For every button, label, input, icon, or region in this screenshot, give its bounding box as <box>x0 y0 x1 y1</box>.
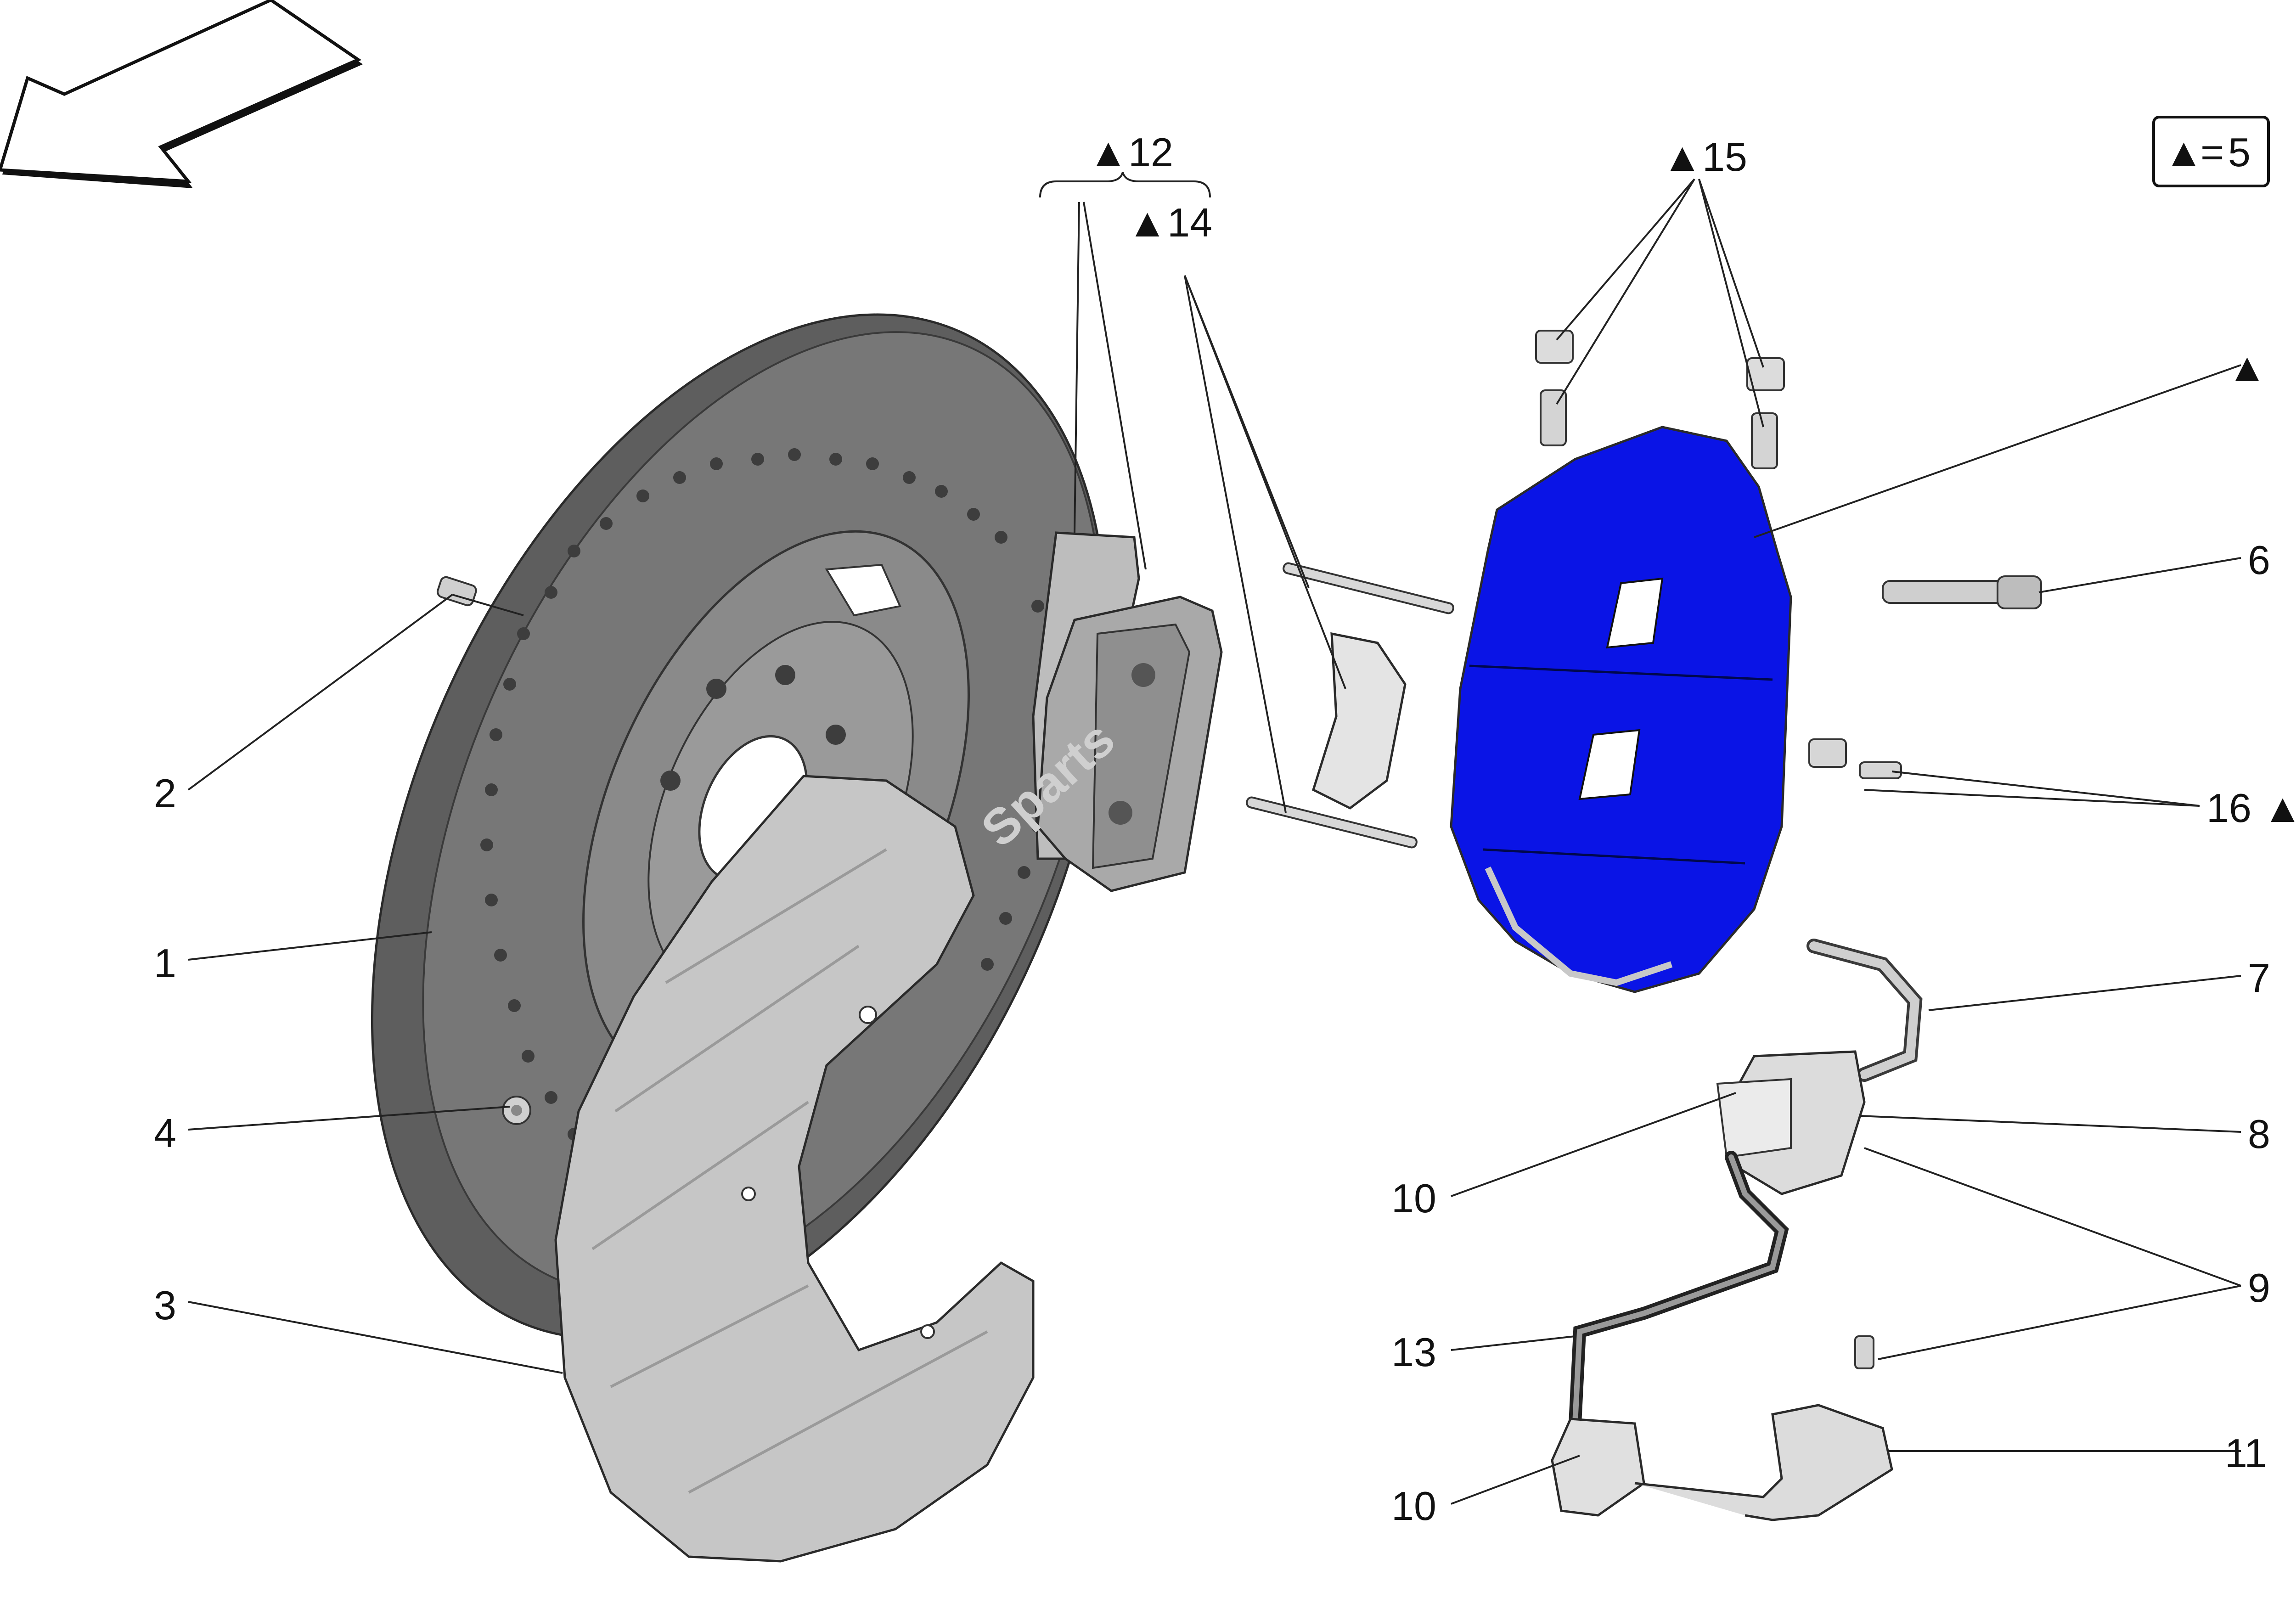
callout-7: 7 <box>2248 955 2270 1001</box>
legend-equals: = <box>2200 129 2224 175</box>
callout-16: 16 ▲ <box>2206 785 2296 831</box>
direction-arrow-icon <box>0 0 363 188</box>
callout-14: ▲14 <box>1127 200 1212 245</box>
bracket-part-8 <box>1716 1050 1866 1195</box>
callout-8: 8 <box>2248 1111 2270 1157</box>
legend-box: ▲ = 5 <box>2152 116 2270 187</box>
brake-hose <box>1806 939 1923 1082</box>
callout-12: ▲12 <box>1088 129 1173 175</box>
callout-2: 2 <box>154 771 176 816</box>
callout-15: ▲15 <box>1662 134 1747 180</box>
bracket-lower <box>1551 1335 1893 1521</box>
callout-caliper-mark: ▲ <box>2227 344 2267 390</box>
callout-3: 3 <box>154 1283 176 1328</box>
callout-labels: 2 1 4 3 ▲12 ▲14 ▲15 ▲ 6 16 ▲ 7 8 10 9 13… <box>154 129 2296 1529</box>
legend-value: 5 <box>2228 129 2251 175</box>
leader-lines <box>187 172 2241 1505</box>
brake-pads <box>1032 531 1223 892</box>
pad-pins-and-spring <box>1246 562 1454 849</box>
dust-shield <box>554 775 1035 1563</box>
callout-9: 9 <box>2248 1265 2270 1311</box>
bleeder-part-16 <box>1808 738 1902 779</box>
callout-13: 13 <box>1391 1329 1436 1375</box>
legend-symbol: ▲ <box>2164 129 2204 175</box>
callout-10-upper: 10 <box>1391 1176 1436 1221</box>
callout-4: 4 <box>154 1110 176 1156</box>
bleed-valves <box>1535 330 1785 469</box>
callout-10-lower: 10 <box>1391 1483 1436 1529</box>
callout-6: 6 <box>2248 537 2270 583</box>
screw-part-4 <box>502 1096 531 1125</box>
brake-caliper <box>1450 426 1792 993</box>
callout-11: 11 <box>2225 1430 2267 1476</box>
callout-1: 1 <box>154 940 176 986</box>
brake-pipe <box>1569 1151 1789 1430</box>
bolt-part-6 <box>1882 575 2042 609</box>
